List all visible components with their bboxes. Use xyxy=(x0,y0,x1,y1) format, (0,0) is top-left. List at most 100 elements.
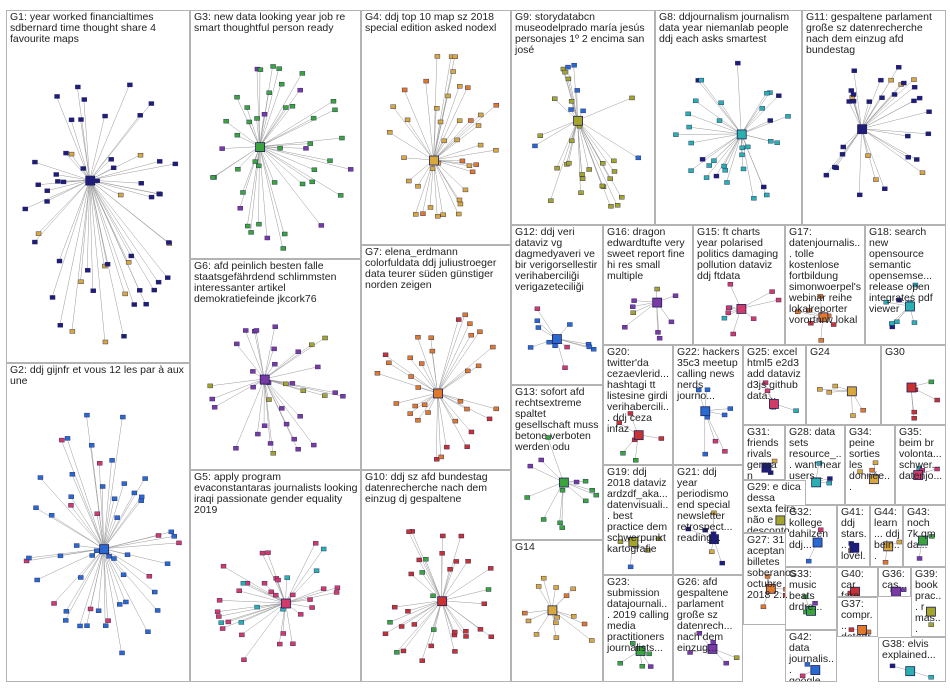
node[interactable] xyxy=(255,431,261,437)
hub-node[interactable] xyxy=(761,462,772,473)
node[interactable] xyxy=(118,192,124,198)
node[interactable] xyxy=(490,344,496,350)
node[interactable] xyxy=(119,650,125,656)
node[interactable] xyxy=(382,352,389,358)
node[interactable] xyxy=(64,436,71,441)
node[interactable] xyxy=(716,118,723,123)
node[interactable] xyxy=(434,214,441,219)
node[interactable] xyxy=(477,329,483,334)
node[interactable] xyxy=(270,64,276,69)
node[interactable] xyxy=(216,614,222,619)
node[interactable] xyxy=(284,575,290,580)
node[interactable] xyxy=(393,401,400,406)
node[interactable] xyxy=(706,163,712,168)
group-panel-g10[interactable]: G10: ddj sz afd bundestag datenrecherche… xyxy=(361,470,511,682)
node[interactable] xyxy=(668,319,675,325)
node[interactable] xyxy=(464,406,470,412)
node[interactable] xyxy=(374,371,381,376)
node[interactable] xyxy=(622,325,628,330)
node[interactable] xyxy=(280,246,287,251)
node[interactable] xyxy=(806,308,812,313)
hub-node[interactable] xyxy=(99,544,110,555)
node[interactable] xyxy=(60,179,67,185)
node[interactable] xyxy=(154,608,161,613)
node[interactable] xyxy=(261,581,268,586)
node[interactable] xyxy=(405,609,411,614)
node[interactable] xyxy=(487,566,494,571)
node[interactable] xyxy=(210,175,216,180)
node[interactable] xyxy=(593,492,600,498)
node[interactable] xyxy=(68,494,74,499)
node[interactable] xyxy=(406,178,412,184)
node[interactable] xyxy=(268,589,274,595)
node[interactable] xyxy=(105,618,111,623)
group-panel-g22[interactable]: G22: hackers 35c3 meetup calling news ne… xyxy=(673,345,743,465)
node[interactable] xyxy=(465,85,471,90)
node[interactable] xyxy=(751,196,757,201)
node[interactable] xyxy=(771,458,778,464)
node[interactable] xyxy=(554,615,560,620)
node[interactable] xyxy=(392,604,398,610)
node[interactable] xyxy=(303,146,309,151)
node[interactable] xyxy=(26,555,32,561)
node[interactable] xyxy=(563,593,570,598)
node[interactable] xyxy=(698,77,704,83)
node[interactable] xyxy=(647,664,654,669)
node[interactable] xyxy=(905,155,911,160)
node[interactable] xyxy=(225,619,232,625)
node[interactable] xyxy=(382,631,389,636)
node[interactable] xyxy=(95,608,102,613)
node[interactable] xyxy=(102,339,109,345)
node[interactable] xyxy=(155,279,162,285)
node[interactable] xyxy=(848,627,855,632)
node[interactable] xyxy=(322,335,328,341)
node[interactable] xyxy=(295,349,301,354)
node[interactable] xyxy=(440,212,446,217)
node[interactable] xyxy=(148,101,155,106)
node[interactable] xyxy=(283,381,289,387)
node[interactable] xyxy=(463,634,469,639)
node[interactable] xyxy=(545,435,551,440)
node[interactable] xyxy=(848,88,855,93)
node[interactable] xyxy=(590,347,597,352)
node[interactable] xyxy=(401,87,408,93)
node[interactable] xyxy=(894,319,900,325)
node[interactable] xyxy=(411,622,418,627)
node[interactable] xyxy=(656,336,663,341)
node[interactable] xyxy=(645,548,651,553)
node[interactable] xyxy=(310,115,317,121)
node[interactable] xyxy=(583,498,589,504)
node[interactable] xyxy=(438,454,444,460)
node[interactable] xyxy=(527,463,534,469)
node[interactable] xyxy=(611,169,618,174)
node[interactable] xyxy=(548,198,554,203)
group-panel-g19[interactable]: G19: ddj 2018 dataviz ardzdf_aka... date… xyxy=(603,465,673,575)
node[interactable] xyxy=(477,627,484,632)
node[interactable] xyxy=(390,104,396,109)
hub-node[interactable] xyxy=(709,534,719,545)
node[interactable] xyxy=(318,223,325,228)
node[interactable] xyxy=(655,330,661,335)
node[interactable] xyxy=(114,515,120,520)
node[interactable] xyxy=(540,517,547,522)
node[interactable] xyxy=(271,346,277,352)
node[interactable] xyxy=(267,441,274,446)
node[interactable] xyxy=(265,550,271,555)
node[interactable] xyxy=(685,526,692,532)
node[interactable] xyxy=(901,80,907,86)
node[interactable] xyxy=(218,620,224,625)
hub-node[interactable] xyxy=(810,665,821,675)
node[interactable] xyxy=(131,302,138,307)
node[interactable] xyxy=(911,77,917,82)
node[interactable] xyxy=(337,193,344,198)
node[interactable] xyxy=(616,420,622,426)
node[interactable] xyxy=(879,95,885,100)
node[interactable] xyxy=(69,329,76,334)
hub-node[interactable] xyxy=(255,142,265,153)
node[interactable] xyxy=(96,461,103,466)
node[interactable] xyxy=(896,65,902,70)
hub-node[interactable] xyxy=(652,297,663,308)
node[interactable] xyxy=(565,64,571,70)
node[interactable] xyxy=(299,181,306,187)
node[interactable] xyxy=(724,180,730,185)
